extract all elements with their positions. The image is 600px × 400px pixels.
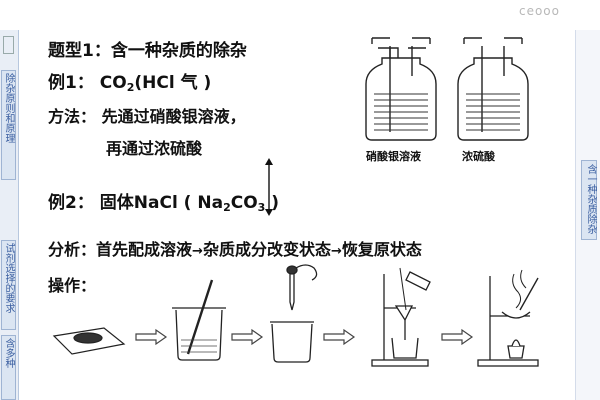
bottle2-caption: 浓硫酸	[462, 150, 495, 163]
example1-formula-sub: 2	[126, 81, 135, 94]
example2-sub1: 2	[223, 201, 231, 214]
arrow-icon: →	[330, 244, 342, 259]
vertical-arrow-icon	[265, 158, 273, 216]
example1-label: 例1：	[48, 73, 94, 93]
right-tab-single-impurity[interactable]: 含一种杂质除杂	[581, 160, 597, 240]
procedure-illustration	[52, 264, 539, 367]
left-tab-rail: 除杂原则和原理 试剂选择的要求 含多种	[0, 30, 19, 400]
rail-marker	[3, 36, 14, 54]
example1-formula: CO	[99, 73, 127, 93]
example2-label: 例2：	[48, 193, 94, 213]
top-bar: ceooo	[0, 0, 600, 20]
solid-sample-on-paper	[52, 327, 126, 355]
bottle-sulfuric-acid	[457, 37, 529, 141]
example2-sub2: 3	[257, 201, 266, 214]
arrow-icon	[231, 328, 264, 346]
analysis-step-1: 首先配成溶液	[96, 240, 193, 259]
arrow-icon	[441, 328, 474, 346]
right-tab-label: 含一种杂质除杂	[585, 164, 596, 234]
example2-text: 固体NaCl ( Na	[99, 193, 224, 213]
gas-washing-bottles	[365, 37, 529, 141]
method-label: 方法：	[48, 107, 97, 126]
slide-heading: 题型1：含一种杂质的除杂	[48, 41, 247, 61]
arrow-icon	[135, 328, 168, 346]
analysis-label: 分析：	[48, 240, 97, 259]
right-tab-rail: 含一种杂质除杂	[575, 30, 600, 400]
evaporation-setup	[477, 269, 539, 367]
arrow-icon: →	[192, 244, 203, 259]
operation-label: 操作：	[48, 276, 97, 295]
left-tab-principles[interactable]: 除杂原则和原理	[1, 70, 16, 180]
example2-mid: CO	[230, 193, 258, 213]
beaker-dissolving	[172, 279, 226, 361]
beaker-adding-reagent	[270, 264, 318, 363]
example1-formula-rest: (HCl 气 )	[134, 73, 212, 93]
method-text-1: 先通过硝酸银溶液，	[101, 107, 246, 126]
left-tab-reagents[interactable]: 试剂选择的要求	[1, 240, 16, 330]
arrow-icon	[323, 328, 356, 346]
bottle-silver-nitrate	[365, 37, 437, 141]
left-tab-principles-label: 除杂原则和原理	[3, 73, 14, 143]
method-line2: 再通过浓硫酸	[106, 139, 203, 158]
example2-line: 例2： 固体NaCl ( Na2CO3 )	[48, 188, 279, 214]
example1-line: 例1： CO2(HCl 气 )	[48, 68, 211, 94]
analysis-step-2: 杂质成分改变状态	[202, 240, 331, 259]
left-tab-multi-label: 含多种	[3, 338, 14, 368]
bottle1-caption: 硝酸银溶液	[366, 150, 421, 163]
filtration-setup	[371, 267, 431, 367]
method-line1: 方法： 先通过硝酸银溶液，	[48, 103, 246, 127]
watermark: ceooo	[518, 4, 560, 18]
example2-end: )	[265, 193, 280, 213]
left-tab-reagents-label: 试剂选择的要求	[3, 243, 14, 313]
analysis-line: 分析：首先配成溶液→杂质成分改变状态→恢复原状态	[48, 236, 422, 260]
left-tab-multi[interactable]: 含多种	[1, 335, 16, 400]
analysis-step-3: 恢复原状态	[341, 240, 422, 259]
